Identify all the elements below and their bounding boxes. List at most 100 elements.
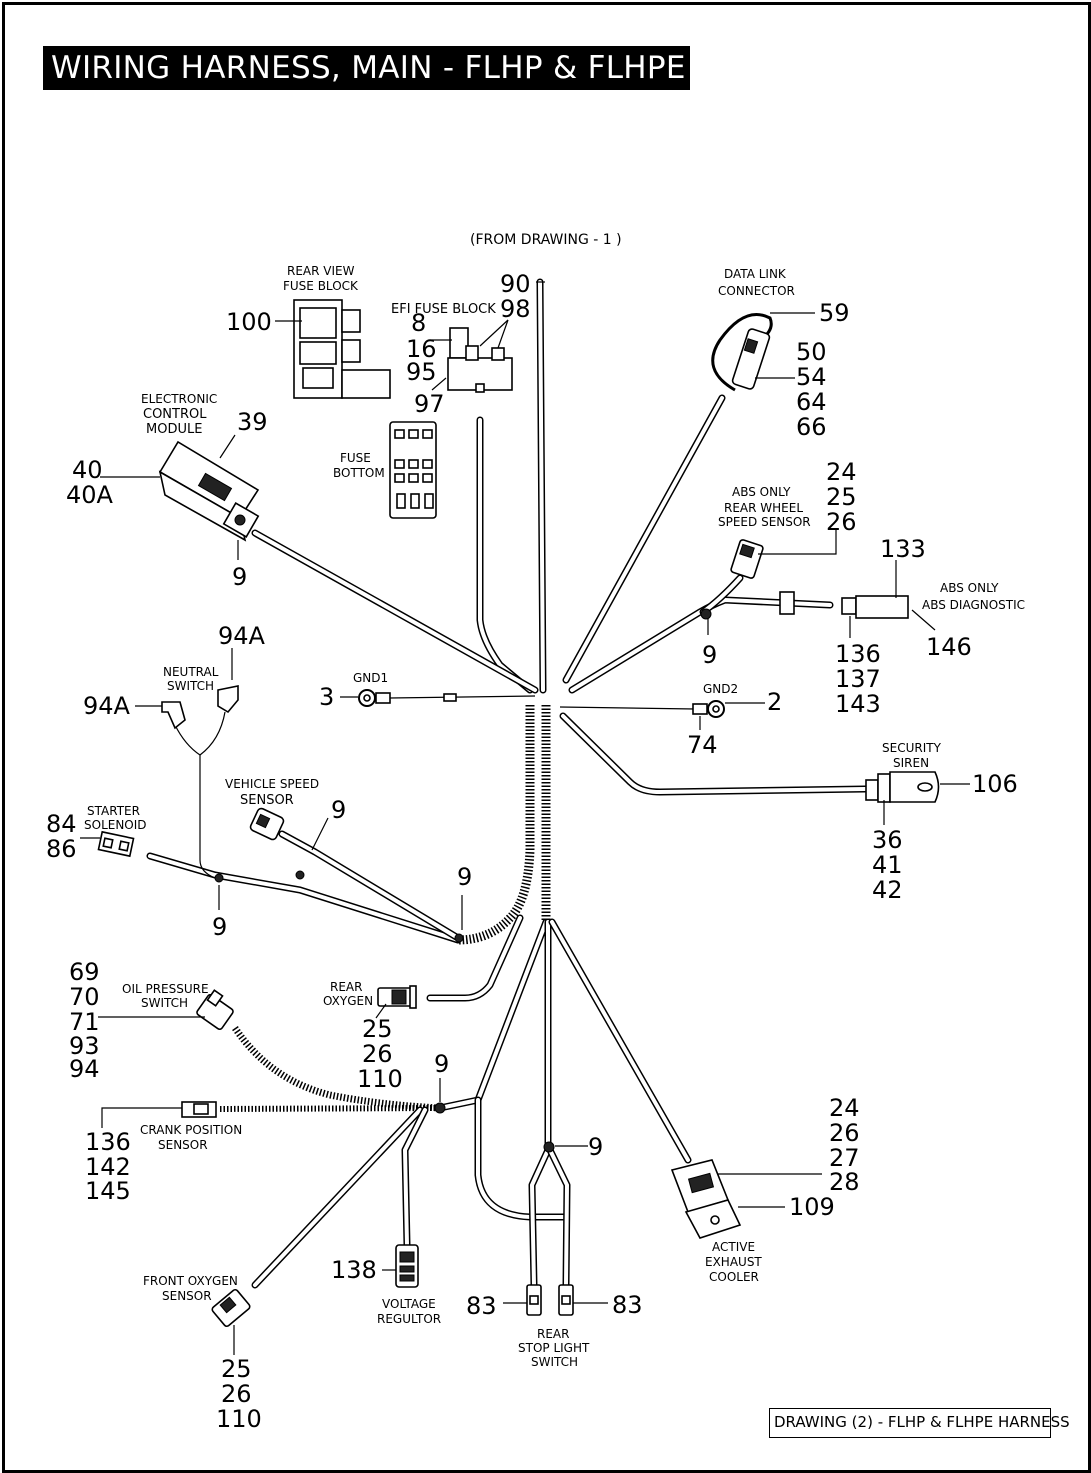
label-siren-2: SIREN	[893, 756, 929, 770]
callout-9-center: 9	[457, 863, 472, 891]
callout-109: 109	[789, 1193, 835, 1221]
callout-74: 74	[687, 731, 718, 759]
label-gnd2: GND2	[703, 682, 738, 696]
oil-pressure-switch	[196, 989, 234, 1031]
fuse-bottom	[389, 421, 437, 519]
label-siren-1: SECURITY	[882, 741, 942, 755]
callout-9-ecm: 9	[232, 563, 247, 591]
callout-97: 97	[414, 390, 445, 418]
voltage-regulator	[395, 1244, 419, 1288]
label-front-oxy-1: FRONT OXYGEN	[143, 1274, 238, 1288]
callout-36: 36	[872, 826, 903, 854]
harness-clips	[214, 514, 712, 1153]
callout-93: 93	[69, 1032, 100, 1060]
label-rear-view-fuse-2: FUSE BLOCK	[283, 279, 359, 293]
callout-95: 95	[406, 358, 437, 386]
label-neutral-2: SWITCH	[167, 679, 214, 693]
ground-2-ring	[692, 700, 725, 718]
callout-133: 133	[880, 535, 926, 563]
callout-110-rear: 110	[357, 1065, 403, 1093]
starter-solenoid	[97, 830, 135, 858]
callout-54: 54	[796, 363, 827, 391]
label-ecm-2: CONTROL	[143, 407, 207, 422]
label-rear-oxy-1: REAR	[330, 980, 362, 994]
drawing-reference-box: DRAWING (2) - FLHP & FLHPE HARNESS	[769, 1408, 1070, 1438]
callout-146: 146	[926, 633, 972, 661]
label-starter-1: STARTER	[87, 804, 140, 818]
component-labels: REAR VIEW FUSE BLOCK EFI FUSE BLOCK FUSE…	[84, 264, 1025, 1369]
callout-9-abs: 9	[702, 641, 717, 669]
label-neutral-1: NEUTRAL	[163, 665, 219, 679]
rear-view-fuse-block	[293, 299, 391, 399]
callout-136a: 136	[835, 640, 881, 668]
label-efi-fuse-block: EFI FUSE BLOCK	[391, 302, 496, 317]
label-oil-1: OIL PRESSURE	[122, 982, 209, 996]
callout-27: 27	[829, 1144, 860, 1172]
label-starter-2: SOLENOID	[84, 818, 147, 832]
callout-24a: 24	[826, 458, 857, 486]
callout-39: 39	[237, 408, 268, 436]
label-gnd1: GND1	[353, 671, 388, 685]
leader-lines	[80, 281, 970, 1355]
callout-70: 70	[69, 983, 100, 1011]
callout-143: 143	[835, 690, 881, 718]
label-rear-view-fuse-1: REAR VIEW	[287, 264, 355, 278]
callout-138: 138	[331, 1256, 377, 1284]
page-title: WIRING HARNESS, MAIN - FLHP & FLHPE	[51, 50, 686, 86]
label-exhaust-3: COOLER	[709, 1270, 759, 1284]
callout-94a-top: 94A	[218, 622, 266, 650]
harness-wires	[146, 278, 869, 1289]
label-abs-diag-1: ABS ONLY	[940, 581, 999, 595]
callout-98: 98	[500, 295, 531, 323]
callout-94: 94	[69, 1055, 100, 1083]
security-siren	[865, 771, 940, 803]
label-abs-diag-2: ABS DIAGNOSTIC	[922, 598, 1025, 612]
title-bar: WIRING HARNESS, MAIN - FLHP & FLHPE	[43, 46, 690, 90]
neutral-switch	[161, 685, 239, 730]
callout-42: 42	[872, 876, 903, 904]
callout-26-rear: 26	[362, 1040, 393, 1068]
crank-position-sensor	[181, 1101, 217, 1118]
callout-8: 8	[411, 309, 426, 337]
callout-50: 50	[796, 338, 827, 366]
callout-90: 90	[500, 270, 531, 298]
callout-numbers: 100 90 98 8 16 95 97 59 50 54 64 66 39 4…	[46, 270, 1018, 1433]
callout-16: 16	[406, 335, 437, 363]
label-exhaust-2: EXHAUST	[705, 1255, 762, 1269]
data-link-connector	[711, 313, 773, 392]
label-vss-2: SENSOR	[240, 793, 294, 808]
callout-59: 59	[819, 299, 850, 327]
label-vss-1: VEHICLE SPEED	[225, 777, 319, 791]
from-drawing-label: (FROM DRAWING - 1 )	[470, 232, 622, 248]
label-exhaust-1: ACTIVE	[712, 1240, 755, 1254]
callout-25-rear: 25	[362, 1015, 393, 1043]
label-data-link-2: CONNECTOR	[718, 284, 795, 298]
callout-41: 41	[872, 851, 903, 879]
callout-9-vss: 9	[331, 796, 346, 824]
callout-26b: 26	[829, 1119, 860, 1147]
callout-25-front: 25	[221, 1355, 252, 1383]
callout-106: 106	[972, 770, 1018, 798]
vehicle-speed-sensor	[249, 807, 285, 841]
label-oil-2: SWITCH	[141, 996, 188, 1010]
callout-145: 145	[85, 1177, 131, 1205]
rear-oxygen-connector	[377, 985, 417, 1009]
callout-9-oil: 9	[434, 1050, 449, 1078]
callout-24b: 24	[829, 1094, 860, 1122]
callout-100: 100	[226, 308, 272, 336]
callout-71: 71	[69, 1008, 100, 1036]
callout-86: 86	[46, 835, 77, 863]
abs-rear-wheel-speed-sensor	[730, 539, 764, 579]
label-crank-1: CRANK POSITION	[140, 1123, 242, 1137]
label-ecm-3: MODULE	[146, 422, 202, 437]
abs-diagnostic-connector	[779, 591, 909, 619]
label-abs-rear-1: ABS ONLY	[732, 485, 791, 499]
callout-2: 2	[767, 688, 782, 716]
ground-1-ring	[358, 689, 457, 707]
callout-136b: 136	[85, 1128, 131, 1156]
label-abs-rear-2: REAR WHEEL	[724, 501, 803, 515]
label-stop-2: STOP LIGHT	[518, 1341, 590, 1355]
callout-26a: 26	[826, 508, 857, 536]
callout-3: 3	[319, 683, 334, 711]
